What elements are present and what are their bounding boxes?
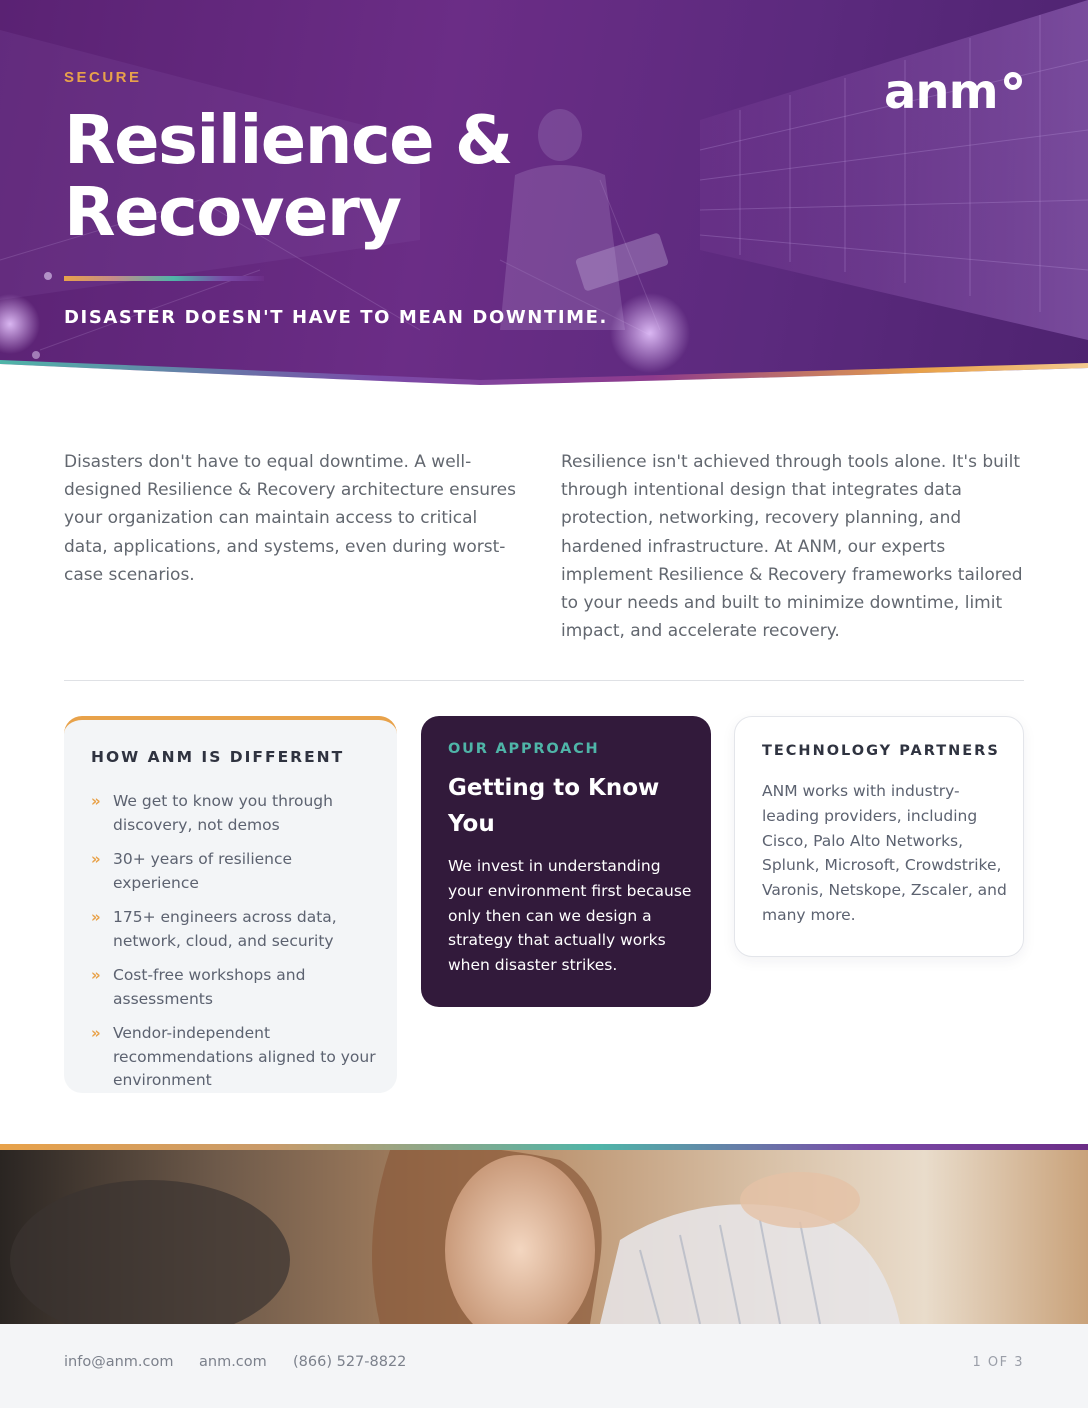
differentiator-list: » We get to know you through discovery, …: [91, 790, 381, 1104]
list-item: » Cost-free workshops and assessments: [91, 964, 381, 1011]
footer-website-link[interactable]: anm.com: [199, 1354, 267, 1370]
approach-body: We invest in understanding your environm…: [448, 857, 692, 975]
list-item-text: Cost-free workshops and assessments: [113, 966, 306, 1008]
partners-heading: TECHNOLOGY PARTNERS: [762, 743, 1000, 759]
card-how-different: HOW ANM IS DIFFERENT » We get to know yo…: [64, 716, 397, 1093]
list-item: » Vendor-independent recommendations ali…: [91, 1022, 381, 1093]
list-item: » We get to know you through discovery, …: [91, 790, 381, 837]
team-photo: [0, 1150, 1088, 1324]
approach-eyebrow: OUR APPROACH: [448, 741, 600, 757]
footer-email-link[interactable]: info@anm.com: [64, 1354, 174, 1370]
partners-body: ANM works with industry-leading provider…: [762, 782, 1007, 924]
chevron-double-right-icon: »: [91, 1024, 101, 1042]
page-footer: info@anm.com anm.com (866) 527-8822 1 OF…: [0, 1324, 1088, 1408]
page-title: Resilience & Recovery: [64, 104, 584, 248]
chevron-double-right-icon: »: [91, 850, 101, 868]
hero-wave-divider: [0, 360, 1088, 390]
section-divider: [64, 680, 1024, 681]
list-item-text: We get to know you through discovery, no…: [113, 792, 333, 834]
card-technology-partners: TECHNOLOGY PARTNERS ANM works with indus…: [734, 716, 1024, 957]
footer-phone-link[interactable]: (866) 527-8822: [293, 1354, 407, 1370]
list-item-text: Vendor-independent recommendations align…: [113, 1024, 376, 1089]
tagline: DISASTER DOESN'T HAVE TO MEAN DOWNTIME.: [64, 307, 608, 328]
logo-wordmark: anm: [884, 64, 999, 120]
logo-dot-icon: [1004, 72, 1022, 90]
list-item-text: 175+ engineers across data, network, clo…: [113, 908, 337, 950]
hero-banner: SECURE Resilience & Recovery DISASTER DO…: [0, 0, 1088, 390]
list-item: » 175+ engineers across data, network, c…: [91, 906, 381, 953]
datacenter-photo: [0, 0, 1088, 373]
chevron-double-right-icon: »: [91, 792, 101, 810]
chevron-double-right-icon: »: [91, 908, 101, 926]
gradient-band-rule: [0, 1144, 1088, 1150]
page-number: 1 OF 3: [972, 1355, 1024, 1370]
title-line-2: Recovery: [64, 173, 402, 251]
intro-paragraph-left: Disasters don't have to equal downtime. …: [64, 452, 516, 585]
chevron-double-right-icon: »: [91, 966, 101, 984]
gradient-rule: [64, 276, 264, 281]
anm-logo: anm: [884, 64, 1028, 120]
card-our-approach: OUR APPROACH Getting to Know You We inve…: [421, 716, 711, 1007]
card-heading: HOW ANM IS DIFFERENT: [91, 748, 345, 766]
eyebrow-label: SECURE: [64, 69, 142, 86]
list-item: » 30+ years of resilience experience: [91, 848, 381, 895]
approach-title: Getting to Know You: [448, 775, 660, 837]
list-item-text: 30+ years of resilience experience: [113, 850, 293, 892]
intro-paragraph-right: Resilience isn't achieved through tools …: [561, 452, 1023, 642]
title-line-1: Resilience &: [64, 101, 513, 179]
